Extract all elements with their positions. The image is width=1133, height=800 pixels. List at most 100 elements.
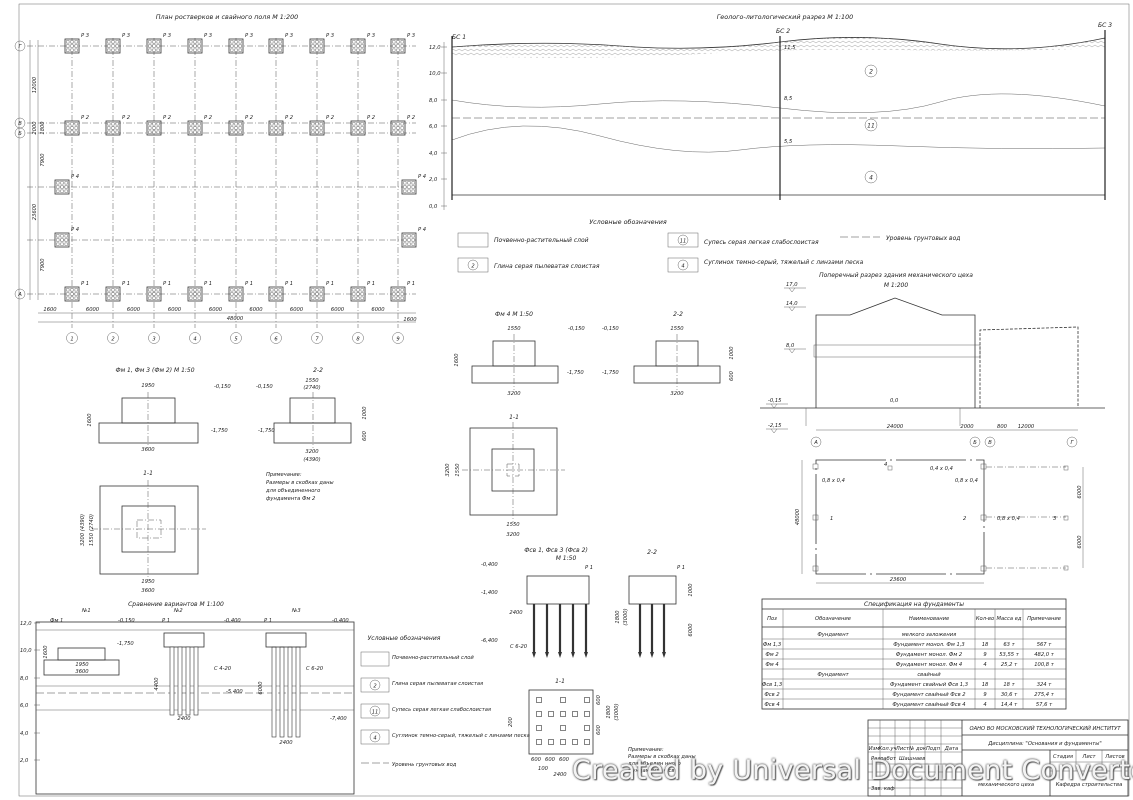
pile-mark [64,242,68,246]
spec-cell: 482,0 т [1034,652,1054,658]
section-title: Геолого-литологический разрез М 1:100 [717,13,854,21]
level-mark: -0,400 [332,618,349,624]
scale-mark: 2,0 [429,177,438,183]
dim-label: 1000 [729,346,735,360]
legend-item: Уровень грунтовых вод [886,235,960,242]
spec-cell: 53,55 т [999,652,1019,658]
pile-mark [148,48,152,52]
pile-mark [111,292,115,296]
dim-label: 6000 [1077,535,1083,549]
pile-plan [584,739,590,745]
level-arrow [788,287,796,293]
foundation-fm1: Фм 1, Фм 3 (Фм 2) М 1:50 1950 3600 1600 … [80,367,368,594]
pile-mark [270,40,274,44]
pile-mark [311,44,315,48]
legend-number: 2 [471,264,474,270]
pile-mark [152,122,156,126]
pile-mark [352,292,356,296]
pile-mark [238,126,242,130]
note-line: для объедин нного [627,761,681,767]
pile-plan [560,739,566,745]
dim-label: (2740) [303,385,320,391]
pile-mark [70,126,74,130]
pile-mark [360,40,364,44]
scale-mark: 10,0 [20,648,32,654]
spec-cell: 567 т [1037,642,1053,648]
spec-cell: Фм 2 [765,652,778,658]
pile-mark [193,44,197,48]
pile-mark [311,130,315,134]
fm4-cut2: 1-1 [509,414,519,421]
stamp-col: Листов [1104,754,1124,760]
pile-mark [70,130,74,134]
pile-mark [74,126,78,130]
pile-mark [234,130,238,134]
pile-mark [238,122,242,126]
stamp-col: Лист [1081,754,1096,760]
dim-label: 1800 [40,121,46,135]
axis-bubble [189,332,201,344]
pile-mark [66,292,70,296]
dim-label: 1600 [87,413,93,427]
rostverk-label: Р 2 [122,115,130,121]
pile-mark [70,296,74,300]
pile-mark [315,40,319,44]
pile-plan [560,725,566,731]
spec-cell: Фундамент монол. Фм 1,3 [893,642,964,648]
pile-mark [311,48,315,52]
stamp-col: Дата [944,746,958,752]
rostverk-label: Р 3 [122,33,130,39]
pile-mark [230,296,234,300]
rostverk [309,38,325,54]
pile-mark [193,288,197,292]
rostverk-label: Р 3 [204,33,212,39]
pile-mark [360,122,364,126]
dim-label: 6000 [1077,485,1083,499]
rostverk-label: Р 2 [245,115,253,121]
rostverk-label: Р 1 [367,281,375,287]
dim-label: 1600 [403,317,417,323]
pile-mark [56,234,60,238]
dim-label: 6000 [209,307,223,313]
rostverk [350,120,366,136]
spec-group: мелкого заложения [902,632,956,638]
pile-mark [392,44,396,48]
dim-label: 12000 [1018,424,1035,430]
rostverk-label: Р 3 [81,33,89,39]
spec-cell: 9 [983,652,986,658]
pile-mark [148,126,152,130]
rostverk [187,286,203,302]
pile-tip [532,652,536,658]
axis-letter: А [17,292,22,298]
pile-mark [356,296,360,300]
pile-plan [572,739,578,745]
pile-mark [234,126,238,130]
pile-mark [107,288,111,292]
dim-label: 3600 [75,669,89,675]
level-mark: 8,0 [786,343,795,349]
pile-mark [352,44,356,48]
pile-mark [193,292,197,296]
level-mark: -5,400 [226,689,243,695]
pile-mark [197,44,201,48]
pile-mark [156,292,160,296]
pile-mark [64,185,68,189]
pile-mark [356,130,360,134]
pile-mark [74,40,78,44]
pile-mark [352,126,356,130]
pile-mark [356,122,360,126]
pile-mark [107,40,111,44]
borehole-label: БС 2 [776,28,790,35]
pile-mark [274,292,278,296]
rostverk [146,286,162,302]
rostverk [146,120,162,136]
rostverk [268,120,284,136]
rostverk [54,179,70,195]
spec-header: Кол-во [976,616,994,622]
pile [295,646,301,738]
rostverk-label: Р 1 [407,281,415,287]
spec-cell: Фундамент свайный Фсв 2 [892,692,965,698]
pile-mark [311,292,315,296]
pile-plan [536,725,542,731]
